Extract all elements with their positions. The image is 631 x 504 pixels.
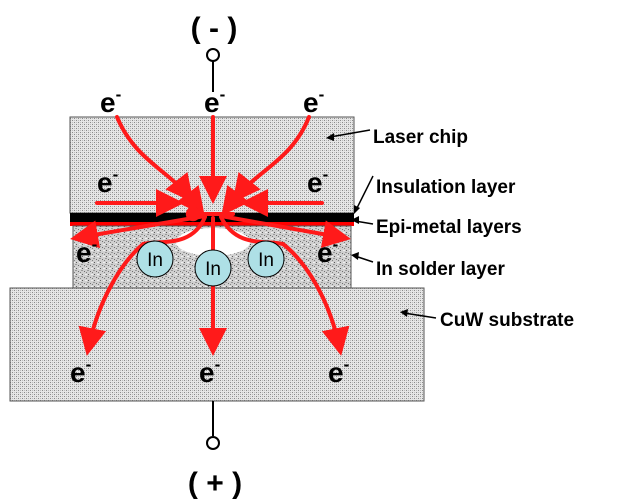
electron-label: e- bbox=[328, 355, 349, 388]
electron-label: e- bbox=[100, 85, 121, 118]
label-cuw-substrate: CuW substrate bbox=[440, 310, 574, 331]
electron-labels: e- e- e- e- e- e- e- e- e- e- bbox=[70, 85, 349, 388]
positive-terminal-node bbox=[206, 436, 220, 450]
leader-lines bbox=[326, 129, 437, 319]
arrow-spread-right bbox=[219, 214, 351, 248]
in-ion-center: In bbox=[194, 249, 232, 287]
negative-terminal-label: ( - ) bbox=[191, 12, 238, 45]
label-epi-metal-layers: Epi-metal layers bbox=[376, 217, 522, 238]
electron-label: e- bbox=[70, 355, 91, 388]
electron-label: e- bbox=[204, 85, 225, 118]
electron-label: e- bbox=[97, 165, 118, 198]
svg-text:In: In bbox=[147, 250, 163, 271]
arrow-spread-left bbox=[70, 214, 207, 249]
label-insulation-layer: Insulation layer bbox=[376, 177, 516, 198]
negative-terminal-node bbox=[206, 48, 220, 62]
arrow-inner-right bbox=[221, 185, 250, 216]
electron-label: e- bbox=[76, 235, 97, 268]
arrow-down-left bbox=[78, 215, 207, 356]
electron-label: e- bbox=[199, 355, 220, 388]
electron-label: e- bbox=[317, 235, 338, 268]
in-ion-right: In bbox=[247, 240, 285, 278]
svg-text:In: In bbox=[205, 259, 221, 280]
electron-label: e- bbox=[303, 85, 324, 118]
in-ion-left: In bbox=[136, 240, 174, 278]
label-in-solder-layer: In solder layer bbox=[376, 259, 505, 280]
label-laser-chip: Laser chip bbox=[373, 127, 468, 148]
svg-text:In: In bbox=[258, 250, 274, 271]
arrow-down-right bbox=[219, 215, 350, 356]
positive-terminal-label: ( + ) bbox=[188, 467, 242, 500]
electron-label: e- bbox=[307, 165, 328, 198]
